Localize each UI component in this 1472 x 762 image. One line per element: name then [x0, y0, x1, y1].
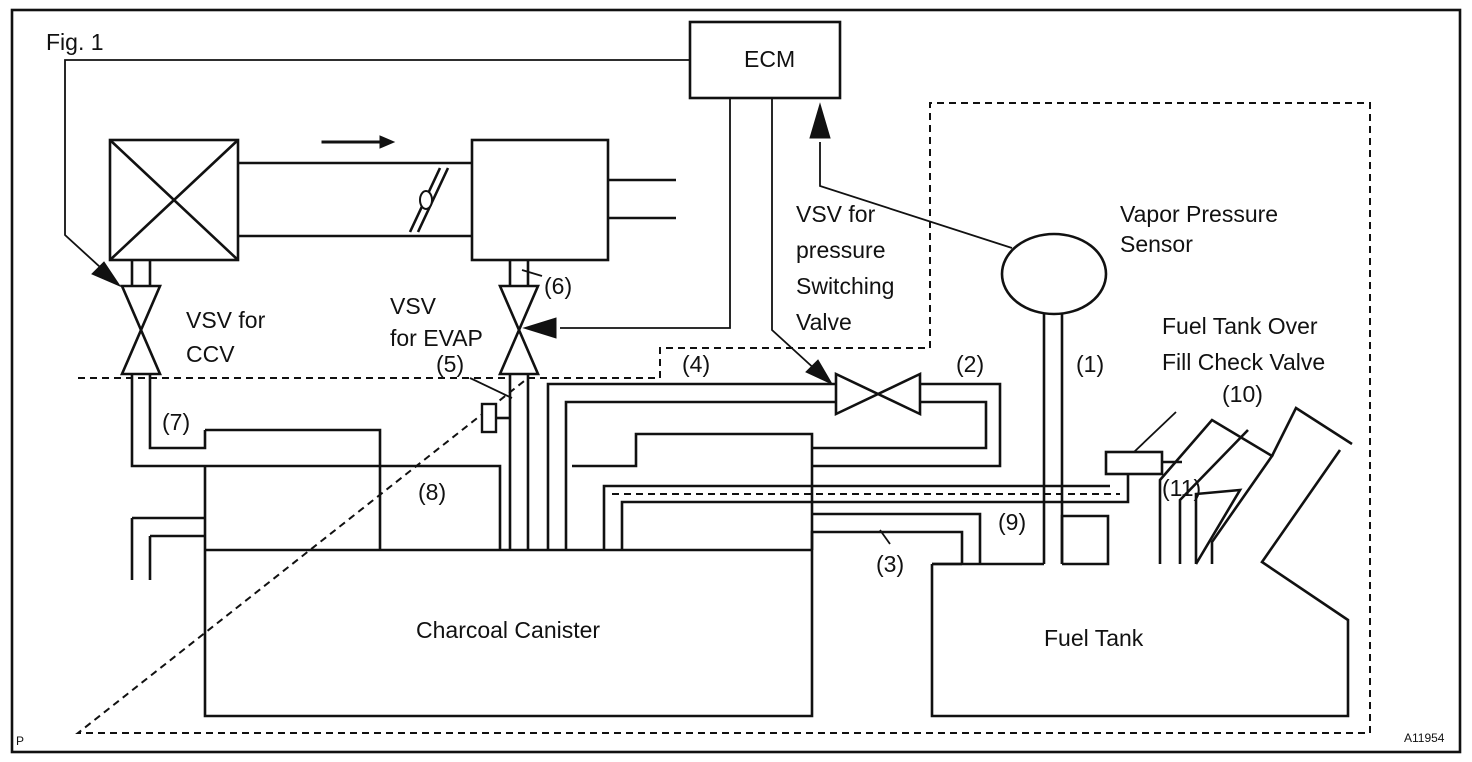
vsv-evap-valve: [498, 260, 540, 376]
callout-9: (9): [998, 509, 1026, 535]
vsv-ccv-label-line1: VSV for: [186, 307, 266, 333]
intake-manifold: [470, 138, 610, 262]
leader-lines: [469, 269, 891, 545]
callout-4: (4): [682, 351, 710, 377]
arrowhead-evap: [522, 317, 557, 339]
vsv-pressure-switching-valve: [834, 371, 922, 417]
pipe-9: [602, 472, 1130, 550]
ecm-label: ECM: [744, 46, 795, 72]
fuel-tank-label: Fuel Tank: [1044, 625, 1144, 651]
fig-label: Fig. 1: [46, 29, 104, 55]
fuel-tank-over-fill-check-valve: [1104, 411, 1182, 476]
vapor-sensor-label-line1: Vapor Pressure: [1120, 201, 1278, 227]
air-cleaner: [108, 138, 240, 262]
callout-11: (11): [1162, 475, 1201, 501]
callout-6: (6): [544, 273, 572, 299]
arrowhead-psv: [805, 359, 834, 386]
flow-arrow: [321, 135, 396, 149]
dashed-enclosure: [75, 102, 1371, 734]
intake-pipe: [238, 135, 472, 238]
vsv-ccv-valve: [120, 260, 162, 376]
callout-3: (3): [876, 551, 904, 577]
figure-code: A11954: [1404, 731, 1445, 745]
evap-pipes: [480, 374, 530, 550]
ccv-pipes: [130, 374, 207, 580]
vsv-evap-label-line2: for EVAP: [390, 325, 483, 351]
callout-10: (10): [1222, 381, 1263, 407]
vsv-psv-label-line3: Switching: [796, 273, 894, 299]
diagram-frame: [10, 8, 1462, 754]
corner-label: P: [16, 734, 24, 748]
callout-1: (1): [1076, 351, 1104, 377]
pipe-3: [812, 512, 982, 564]
callout-5: (5): [436, 351, 464, 377]
callout-7: (7): [162, 409, 190, 435]
ecm-signal-lines: [64, 59, 1013, 386]
vsv-psv-label-line1: VSV for: [796, 201, 876, 227]
arrowhead-ecm: [809, 102, 831, 139]
canister-label: Charcoal Canister: [416, 617, 600, 643]
callout-8: (8): [418, 479, 446, 505]
check-valve-label-line2: Fill Check Valve: [1162, 349, 1325, 375]
vsv-evap-label-line1: VSV: [390, 293, 437, 319]
arrowhead-ccv: [91, 261, 122, 288]
vapor-sensor-label-line2: Sensor: [1120, 231, 1193, 257]
ecm-box: [688, 20, 842, 100]
vapor-pressure-sensor: [1000, 232, 1108, 316]
vsv-ccv-label-line2: CCV: [186, 341, 235, 367]
vsv-psv-label-line2: pressure: [796, 237, 885, 263]
fuel-tank: [930, 312, 1353, 718]
callout-2: (2): [956, 351, 984, 377]
check-valve-label-line1: Fuel Tank Over: [1162, 313, 1318, 339]
charcoal-canister: [203, 428, 964, 718]
pressure-switching-pipes: [546, 382, 1002, 550]
vsv-psv-label-line4: Valve: [796, 309, 852, 335]
